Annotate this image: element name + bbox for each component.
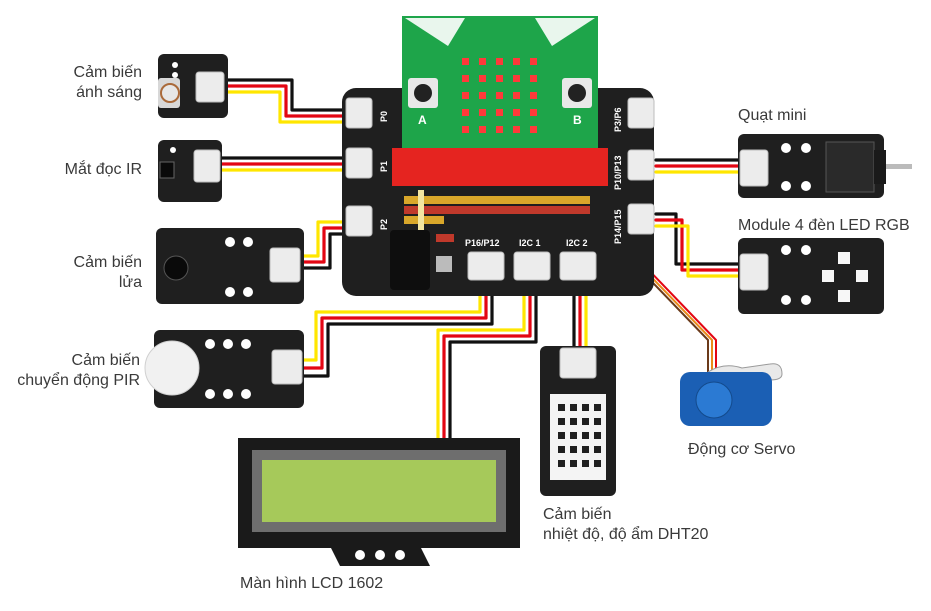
button-b-icon: [562, 78, 592, 108]
label-dht20-line2: nhiệt độ, độ ẩm DHT20: [543, 526, 709, 543]
port-label-i2c2: I2C 2: [566, 238, 588, 248]
lcd-module: [238, 438, 520, 566]
wire-ir-p1: [218, 156, 354, 172]
label-ir-sensor: Mắt đọc IR: [64, 161, 142, 178]
button-b-label: B: [573, 113, 582, 127]
pir-dome-icon: [144, 340, 200, 396]
button-a-icon: [408, 78, 438, 108]
light-sensor-module: [158, 54, 228, 118]
pin-header: [404, 190, 590, 272]
wire-lcd-i2c1: [436, 280, 538, 440]
wires: [218, 78, 744, 440]
label-dht20: Cảm biến nhiệt độ, độ ẩm DHT20: [543, 505, 708, 545]
flame-sensor-module: [156, 228, 304, 304]
port-label-i2c1: I2C 1: [519, 238, 541, 248]
label-fan: Quạt mini: [738, 107, 807, 124]
label-flame-sensor-line2: lửa: [118, 274, 142, 291]
label-flame-sensor-line1: Cảm biến: [73, 254, 142, 271]
label-light-sensor: Cảm biến ánh sáng: [30, 63, 142, 103]
servo-horn-icon: [695, 381, 733, 419]
wire-fan-p10: [654, 158, 744, 174]
power-jack: [390, 230, 430, 290]
label-light-sensor-line1: Cảm biến: [73, 64, 142, 81]
microbit: A B: [402, 16, 598, 148]
ir-sensor-module: [158, 140, 222, 202]
servo-module: [680, 363, 783, 426]
port-label-p1: P1: [379, 161, 389, 172]
fan-motor-icon: [825, 141, 875, 193]
wire-light-p0: [224, 78, 354, 124]
port-label-p16p12: P16/P12: [465, 238, 500, 248]
port-label-p3p6: P3/P6: [613, 107, 623, 132]
wire-pir-p16: [298, 280, 494, 378]
label-dht20-line1: Cảm biến: [543, 506, 612, 523]
rgb-led-module: [738, 238, 884, 314]
fan-module: [738, 134, 912, 198]
led-matrix: [462, 58, 537, 133]
button-a-label: A: [418, 113, 427, 127]
rgb-led-icons: [822, 252, 868, 302]
pir-sensor-module: [144, 330, 304, 408]
dht20-module: [540, 346, 616, 496]
wire-flame-p2: [300, 220, 354, 270]
port-label-p14p15: P14/P15: [613, 209, 623, 244]
label-pir-sensor: Cảm biến chuyển động PIR: [2, 351, 140, 391]
photoresistor-icon: [160, 83, 180, 103]
ir-sensor-icon: [159, 161, 175, 179]
wire-rgb-p14: [654, 212, 744, 278]
flame-sensor-icon: [163, 255, 189, 281]
port-label-p0: P0: [379, 111, 389, 122]
port-right-connectors: [627, 97, 655, 235]
label-pir-sensor-line1: Cảm biến: [71, 352, 140, 369]
label-light-sensor-line2: ánh sáng: [76, 84, 142, 101]
label-flame-sensor: Cảm biến lửa: [30, 253, 142, 293]
label-rgb-led: Module 4 đèn LED RGB: [738, 217, 910, 234]
led-bar: [392, 148, 608, 186]
lcd-screen: [262, 460, 496, 522]
expansion-board: A B P0 P1 P2 P3/P6: [342, 16, 655, 296]
port-label-p2: P2: [379, 219, 389, 230]
port-bottom-connectors: [467, 251, 597, 281]
port-left-connectors: [345, 97, 373, 237]
label-pir-sensor-line2: chuyển động PIR: [17, 372, 140, 389]
label-servo: Động cơ Servo: [688, 441, 796, 458]
label-lcd: Màn hình LCD 1602: [240, 575, 384, 592]
port-label-p10p13: P10/P13: [613, 155, 623, 190]
